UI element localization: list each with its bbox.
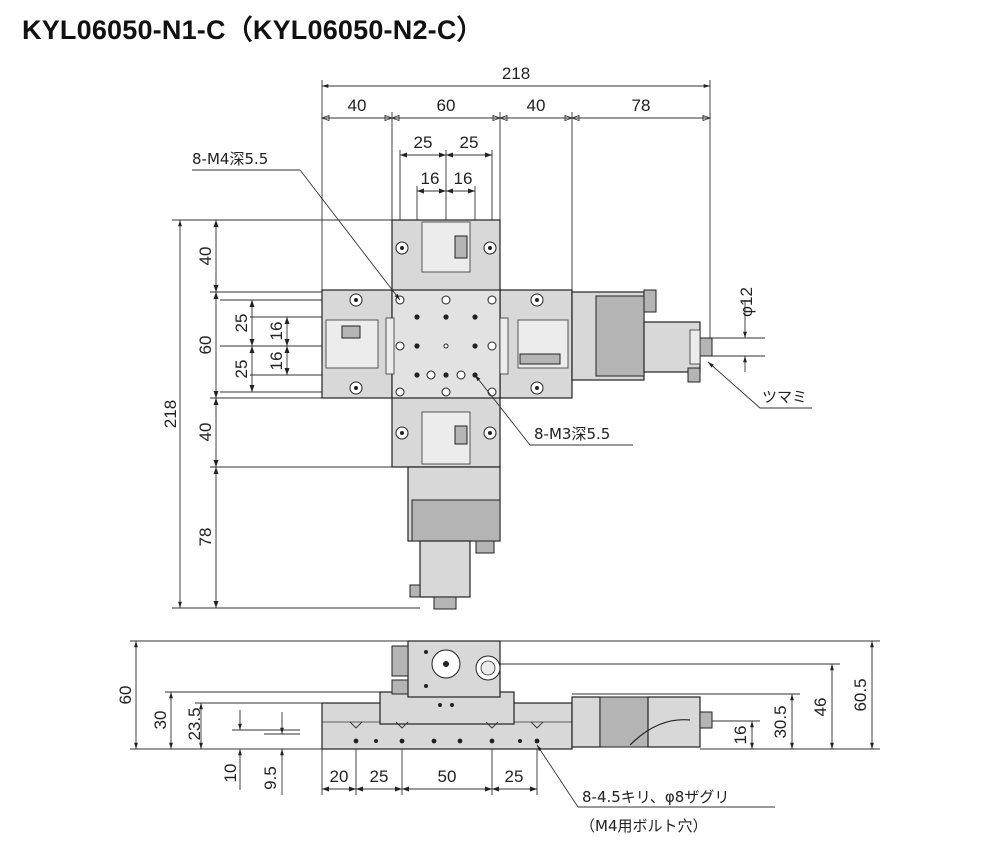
top-view-stage	[321, 219, 713, 610]
dim-height-seg-2: 60	[196, 336, 215, 355]
drawing-title: KYL06050-N1-C（KYL06050-N2-C）	[22, 15, 484, 45]
dim-pitch-y-1: 25	[232, 314, 251, 333]
dim-pitch-y-inner-2: 16	[267, 352, 286, 371]
dim-side-height-10: 10	[221, 764, 240, 783]
dim-side-height-60: 60	[116, 686, 135, 705]
dim-side-height-30: 30	[151, 711, 170, 730]
dim-side-bottom-25b: 25	[505, 767, 524, 786]
dim-height-seg-4: 78	[196, 528, 215, 547]
label-m3-tapped-holes: 8-M3深5.5	[534, 425, 610, 443]
dim-side-right-30-5: 30.5	[771, 705, 790, 738]
dim-pitch-y-inner-1: 16	[267, 322, 286, 341]
dim-side-bottom-20: 20	[330, 767, 349, 786]
dim-pitch-x-inner-1: 16	[421, 169, 440, 188]
dim-height-seg-3: 40	[196, 423, 215, 442]
dim-pitch-x-inner-2: 16	[454, 169, 473, 188]
label-knob: ツマミ	[762, 388, 807, 406]
dim-width-seg-2: 60	[437, 96, 456, 115]
dim-width-seg-3: 40	[527, 96, 546, 115]
dim-side-bottom-50: 50	[438, 767, 457, 786]
dim-overall-height: 218	[161, 400, 180, 428]
dim-overall-width: 218	[502, 64, 530, 83]
label-m4-tapped-holes: 8-M4深5.5	[192, 150, 268, 168]
dim-side-bottom-25a: 25	[370, 767, 389, 786]
dim-knob-diameter: φ12	[737, 287, 756, 317]
dim-pitch-x-2: 25	[460, 133, 479, 152]
dim-side-height-23-5: 23.5	[185, 707, 204, 740]
label-mounting-holes: 8-4.5キリ、φ8ザグリ	[582, 788, 729, 806]
dim-width-seg-4: 78	[632, 96, 651, 115]
dim-side-right-46: 46	[811, 698, 830, 717]
dim-side-right-16: 16	[731, 726, 750, 745]
dim-width-seg-1: 40	[348, 96, 367, 115]
side-view-stage	[321, 640, 713, 750]
dim-side-right-60-5: 60.5	[851, 678, 870, 711]
dim-height-seg-1: 40	[196, 247, 215, 266]
label-bolt-holes: （M4用ボルト穴）	[580, 817, 708, 835]
dim-pitch-y-2: 25	[232, 360, 251, 379]
dim-side-height-9-5: 9.5	[261, 766, 280, 790]
side-view-dimensions	[130, 640, 880, 808]
dim-pitch-x-1: 25	[414, 133, 433, 152]
top-view-leaders	[192, 169, 812, 446]
